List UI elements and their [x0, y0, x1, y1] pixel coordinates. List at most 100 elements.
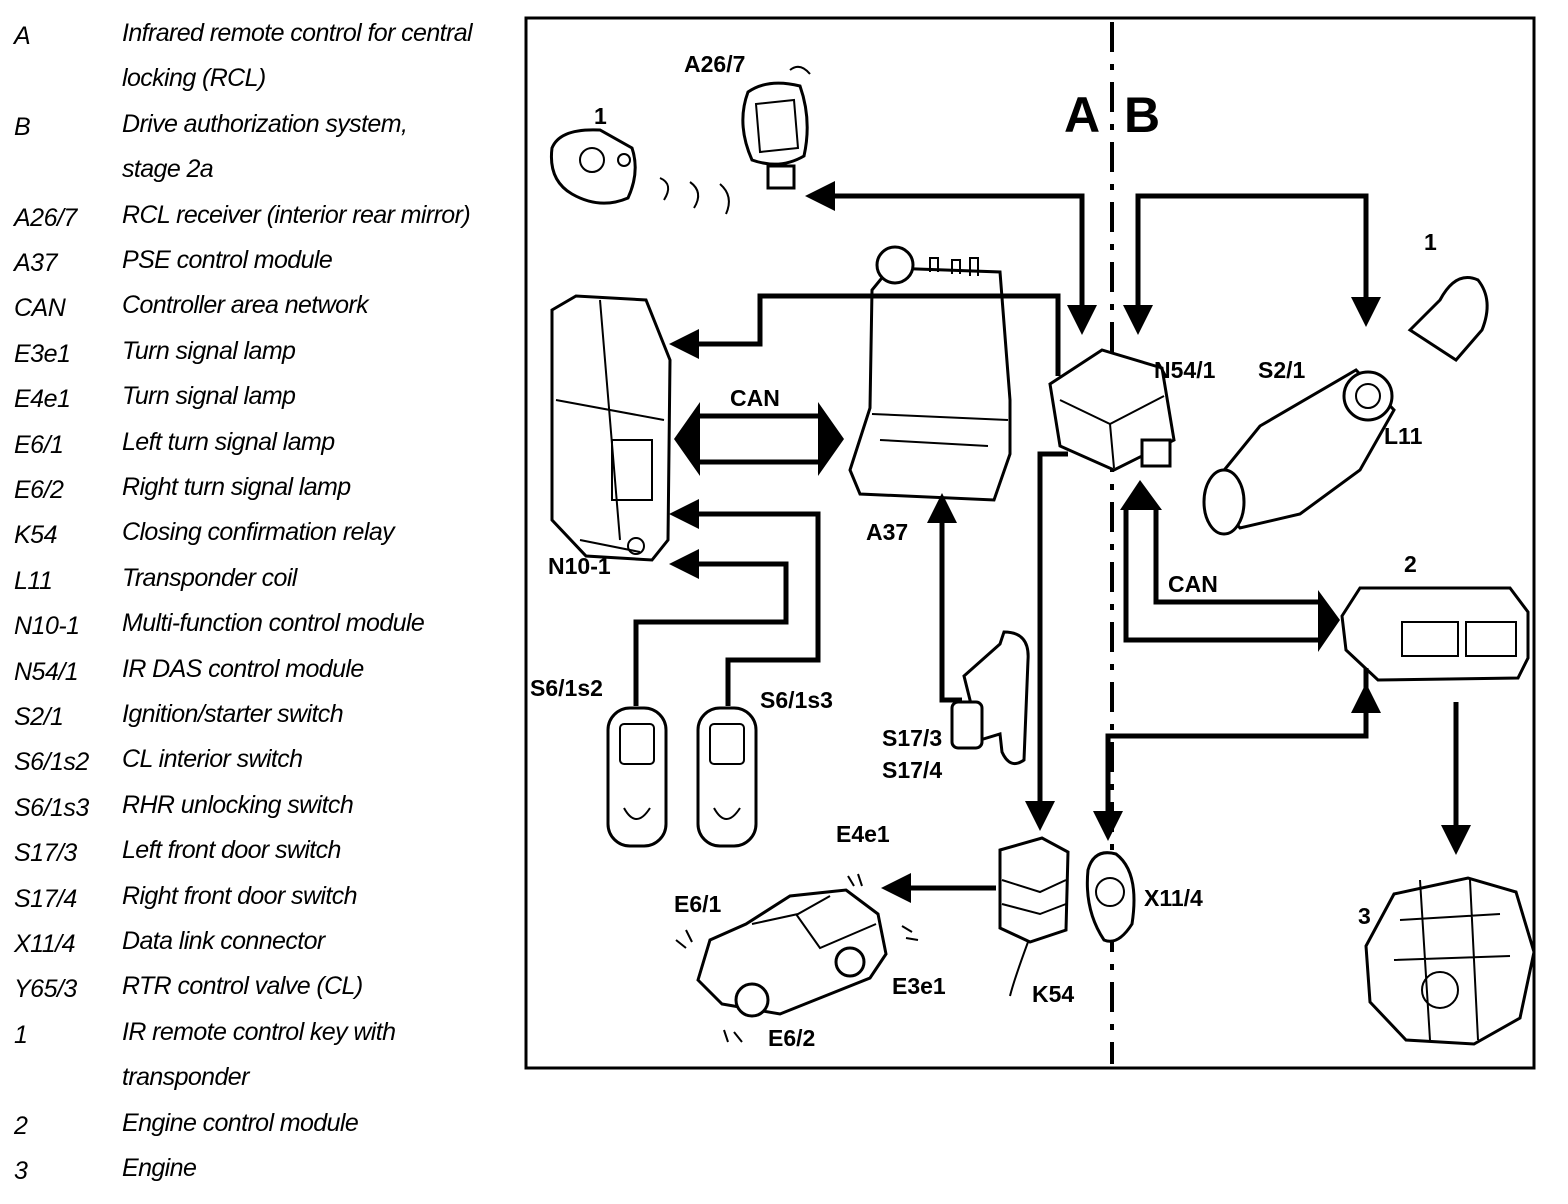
legend-description: Infrared remote control for central — [122, 19, 473, 47]
data-link-connector-icon — [1085, 851, 1136, 943]
legend-description: RHR unlocking switch — [122, 790, 354, 819]
wire-s17-to-a37 — [927, 493, 962, 703]
label-can-right: CAN — [1168, 571, 1218, 597]
legend-description: Multi-function control module — [122, 609, 425, 638]
can-bus-left — [674, 402, 844, 476]
legend-description: IR remote control key with — [122, 1017, 396, 1046]
closing-confirmation-relay-icon — [998, 836, 1070, 997]
label-e6-2: E6/2 — [768, 1025, 815, 1051]
legend-description: Right turn signal lamp — [122, 473, 351, 501]
zone-b-label: B — [1124, 87, 1160, 143]
label-engine-3: 3 — [1358, 903, 1371, 929]
legend-description: Left front door switch — [122, 836, 341, 865]
label-can-left: CAN — [730, 385, 780, 411]
engine-control-module-icon — [1340, 586, 1530, 682]
legend-description: IR DAS control module — [122, 654, 364, 683]
cl-interior-switch-icon — [606, 706, 668, 848]
door-switch-icon — [950, 630, 1030, 766]
legend-code: E6/2 — [14, 476, 64, 504]
legend-code: S6/1s3 — [14, 793, 89, 822]
legend-code: 2 — [14, 1111, 28, 1140]
zone-a-label: A — [1064, 87, 1100, 143]
legend-description: Transponder coil — [122, 563, 297, 592]
legend-description: Turn signal lamp — [122, 382, 296, 411]
legend-description: Left turn signal lamp — [122, 427, 335, 456]
legend-description: Right front door switch — [122, 881, 358, 910]
label-ecm-2: 2 — [1404, 551, 1417, 577]
legend-description: RCL receiver (interior rear mirror) — [122, 200, 471, 229]
legend-code: 3 — [14, 1157, 28, 1185]
legend-description: Closing confirmation relay — [122, 518, 395, 547]
wire-x11-4-to-ecm — [1093, 668, 1381, 841]
legend-code: A — [14, 22, 31, 50]
label-s17-3: S17/3 — [882, 725, 942, 751]
legend-description: locking (RCL) — [122, 64, 266, 93]
multi-function-control-module-icon — [550, 294, 672, 562]
label-a26-7: A26/7 — [684, 51, 745, 77]
legend-code: S17/3 — [14, 839, 77, 868]
legend-code: S2/1 — [14, 703, 64, 731]
label-key-1-right: 1 — [1424, 229, 1437, 255]
label-e6-1: E6/1 — [674, 891, 722, 917]
legend-code: CAN — [14, 294, 66, 323]
rhr-unlocking-switch-icon — [696, 706, 758, 848]
legend-description: Engine control module — [122, 1108, 359, 1137]
rcl-receiver-mirror-icon — [741, 65, 811, 190]
legend-code: B — [14, 112, 31, 141]
legend-description: CL interior switch — [122, 745, 303, 774]
legend-code: N54/1 — [14, 657, 79, 686]
legend-code: K54 — [14, 521, 57, 550]
legend-description: RTR control valve (CL) — [122, 972, 363, 1001]
wire-n54-1-to-n10-1 — [669, 293, 1061, 376]
legend-code: E6/1 — [14, 430, 64, 459]
engine-icon — [1364, 876, 1536, 1046]
wire-s6-1s3-to-n10-1 — [669, 499, 821, 706]
label-e3e1: E3e1 — [892, 973, 946, 999]
legend-code: E4e1 — [14, 385, 71, 414]
label-k54: K54 — [1032, 981, 1074, 1007]
legend-description: Engine — [122, 1154, 197, 1182]
label-n10-1: N10-1 — [548, 553, 611, 579]
legend-description: Controller area network — [122, 291, 369, 320]
wire-s6-1s2-to-n10-1 — [633, 549, 789, 706]
legend-code: 1 — [14, 1020, 28, 1049]
ignition-starter-switch-icon — [1202, 276, 1489, 536]
wire-a26-7-to-n54-1 — [805, 181, 1097, 335]
legend-code: S17/4 — [14, 884, 77, 913]
legend-description: transponder — [122, 1063, 249, 1092]
can-bus-right — [1120, 480, 1340, 652]
label-x11-4: X11/4 — [1144, 885, 1203, 911]
legend-code: L11 — [14, 566, 53, 595]
label-n54-1: N54/1 — [1154, 357, 1216, 383]
legend-code: X11/4 — [14, 930, 75, 958]
label-e4e1: E4e1 — [836, 821, 890, 847]
legend-code: N10-1 — [14, 612, 80, 641]
ir-das-control-module-icon — [1048, 348, 1176, 472]
vehicle-icon — [675, 873, 919, 1043]
legend-description: Data link connector — [122, 927, 325, 955]
legend-description: Drive authorization system, — [122, 109, 408, 138]
label-s6-1s3: S6/1s3 — [760, 687, 833, 713]
wire-n54-1-to-s2-1 — [1123, 193, 1381, 335]
label-a37: A37 — [866, 519, 908, 545]
legend-code: S6/1s2 — [14, 748, 89, 777]
legend-description: PSE control module — [122, 246, 333, 274]
ir-remote-key-icon — [549, 128, 730, 215]
legend-code: Y65/3 — [14, 975, 77, 1004]
legend-code: E3e1 — [14, 339, 71, 368]
legend-code: A26/7 — [14, 203, 77, 232]
legend-description: stage 2a — [122, 155, 214, 184]
pse-control-module-icon — [848, 245, 1012, 502]
label-l11: L11 — [1384, 423, 1423, 449]
label-s2-1: S2/1 — [1258, 357, 1306, 383]
diagram-frame — [524, 16, 1536, 1070]
legend-code: A37 — [14, 249, 57, 277]
label-s6-1s2: S6/1s2 — [530, 675, 603, 701]
legend-description: Turn signal lamp — [122, 336, 296, 365]
legend: A Infrared remote control for central lock… — [0, 0, 520, 1204]
legend-description: Ignition/starter switch — [122, 700, 344, 728]
label-key-1-left: 1 — [594, 103, 607, 129]
label-s17-4: S17/4 — [882, 757, 942, 783]
wire-n54-1-to-k54 — [1025, 451, 1068, 831]
